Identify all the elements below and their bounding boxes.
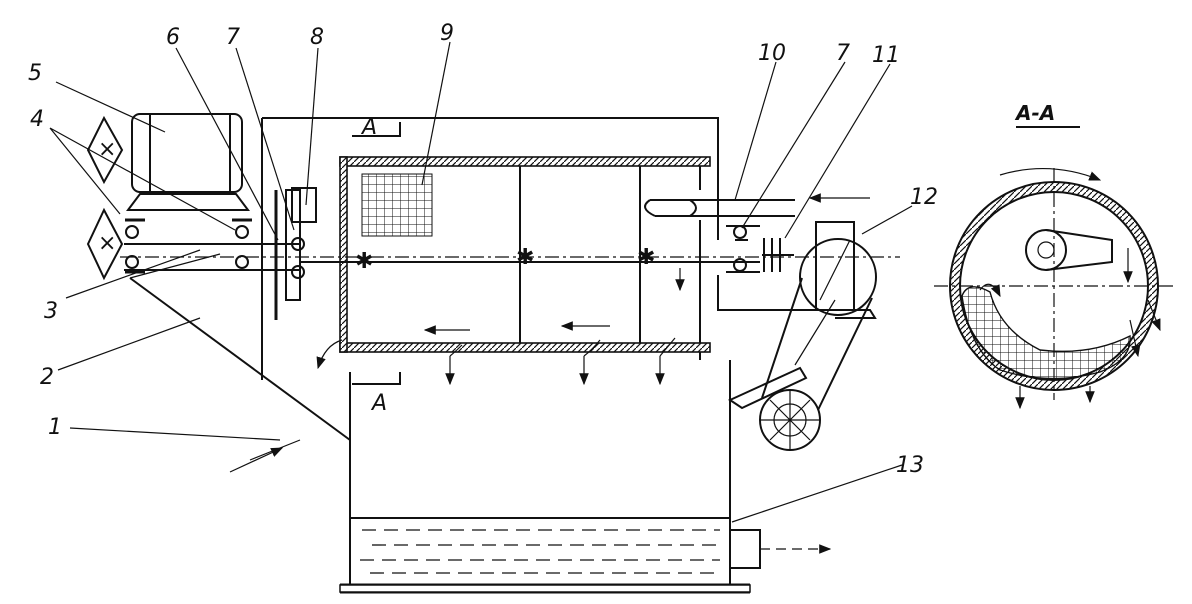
bearing-left (124, 218, 300, 274)
leader-lines (49, 41, 913, 523)
label-11: 11 (872, 43, 900, 68)
danger-diamonds: × × (86, 115, 124, 281)
label-6: 6 (166, 25, 180, 50)
feed-pipe (644, 193, 870, 217)
label-5: 5 (28, 61, 42, 86)
number-labels: 5 4 3 2 1 6 7 8 9 10 7 11 12 13 (28, 21, 938, 478)
belt-drive (727, 221, 877, 451)
label-1: 1 (48, 415, 62, 440)
stand-brace (129, 253, 221, 279)
label-4: 4 (30, 107, 44, 132)
label-12: 12 (910, 185, 938, 210)
label-13: 13 (896, 453, 924, 478)
label-8: 8 (310, 25, 324, 50)
liquid-lines (360, 529, 720, 574)
section-marks: A A (352, 115, 401, 416)
label-10: 10 (758, 41, 786, 66)
section-mark-top: A (360, 115, 377, 140)
section-title: A-A (1014, 101, 1055, 125)
label-7a: 7 (226, 25, 240, 50)
svg-text:×: × (98, 231, 116, 256)
label-3: 3 (44, 299, 58, 324)
label-2: 2 (40, 365, 54, 390)
svg-text:✱: ✱ (355, 249, 373, 274)
label-9: 9 (440, 21, 454, 46)
svg-text:✱: ✱ (637, 245, 655, 270)
stand-diagonal (129, 277, 351, 441)
svg-text:✱: ✱ (516, 245, 534, 270)
right-bearing (726, 225, 794, 273)
drum-screen: ✱ ✱ ✱ (120, 156, 900, 386)
svg-text:×: × (98, 137, 116, 162)
pulley-left (274, 187, 317, 320)
label-7b: 7 (836, 41, 850, 66)
section-mark-bottom: A (370, 391, 387, 416)
settling-tank (339, 360, 832, 594)
motor (126, 113, 250, 211)
section-view: A-A (934, 101, 1174, 410)
